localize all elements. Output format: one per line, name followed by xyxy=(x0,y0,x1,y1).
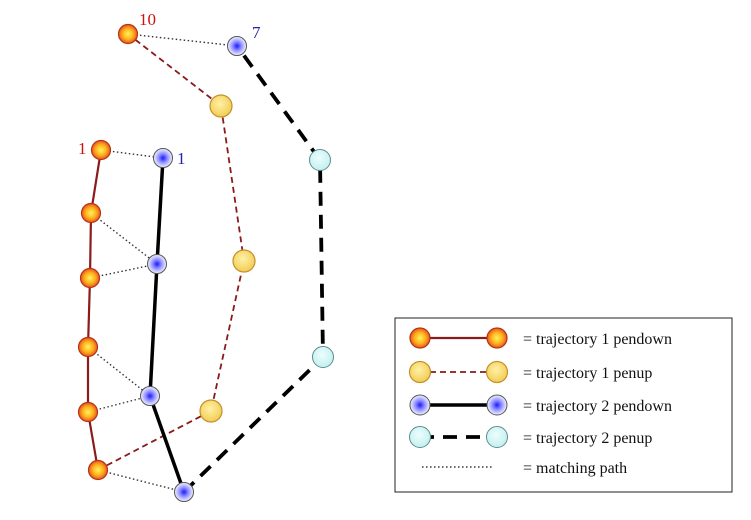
match-line xyxy=(97,469,185,493)
trajectory-1-pendown-line xyxy=(86,149,103,471)
legend-item-matching: = matching path xyxy=(422,460,627,477)
match-line xyxy=(90,212,158,265)
t2-pendown-node xyxy=(174,482,194,502)
t1-end-label: 10 xyxy=(139,10,156,29)
match-line xyxy=(87,395,151,413)
t1-penup-node xyxy=(209,94,233,118)
legend-item-t1-pendown: = trajectory 1 pendown xyxy=(409,327,672,349)
t1-pendown-node xyxy=(90,139,112,161)
match-line xyxy=(87,346,151,397)
legend-label: = trajectory 2 pendown xyxy=(523,398,672,415)
legend-swatch-node xyxy=(409,327,431,349)
legend-item-t2-pendown: = trajectory 2 pendown xyxy=(409,394,672,416)
t2-penup-node xyxy=(309,149,331,171)
trajectory-2-pendown-nodes xyxy=(140,36,247,502)
t1-start-label: 1 xyxy=(78,139,87,158)
t1-pendown-node xyxy=(117,23,139,45)
t1-pendown-node xyxy=(87,459,109,481)
trajectory-2-pendown-line xyxy=(148,157,186,493)
legend-swatch-node xyxy=(486,426,508,448)
trajectory-1-penup-nodes xyxy=(199,94,256,423)
legend-label: = trajectory 1 penup xyxy=(523,365,652,382)
t2-penup-node xyxy=(312,346,334,368)
t1-penup-node xyxy=(199,399,223,423)
match-line xyxy=(89,263,158,279)
legend-swatch-node xyxy=(409,394,431,416)
legend: = trajectory 1 pendown = trajectory 1 pe… xyxy=(394,317,733,493)
trajectory-2-penup-line xyxy=(182,44,325,494)
legend-item-t1-penup: = trajectory 1 penup xyxy=(408,360,652,384)
legend-swatch-node xyxy=(485,360,509,384)
t2-pendown-node xyxy=(140,386,160,406)
trajectory-2-penup-nodes xyxy=(309,149,334,368)
legend-label: = trajectory 2 penup xyxy=(523,430,652,447)
legend-swatch-node xyxy=(486,327,508,349)
t2-pendown-node xyxy=(147,254,167,274)
trajectory-1-pendown-nodes xyxy=(77,23,139,481)
t2-pendown-node xyxy=(153,148,173,168)
legend-label: = trajectory 1 pendown xyxy=(523,331,672,348)
legend-swatch-node xyxy=(486,394,508,416)
matching-paths xyxy=(87,33,238,493)
match-line xyxy=(127,33,238,47)
legend-label: = matching path xyxy=(523,460,627,477)
t2-start-label: 1 xyxy=(177,149,186,168)
legend-item-t2-penup: = trajectory 2 penup xyxy=(409,426,652,448)
t1-penup-node xyxy=(232,249,256,273)
legend-swatch-node xyxy=(408,360,432,384)
t1-pendown-node xyxy=(77,336,99,358)
t1-pendown-node xyxy=(77,401,99,423)
t2-pendown-node xyxy=(227,36,247,56)
t1-pendown-node xyxy=(79,267,101,289)
legend-swatch-node xyxy=(409,426,431,448)
match-line xyxy=(100,149,164,159)
t1-pendown-node xyxy=(80,202,102,224)
t2-end-label: 7 xyxy=(252,23,261,42)
